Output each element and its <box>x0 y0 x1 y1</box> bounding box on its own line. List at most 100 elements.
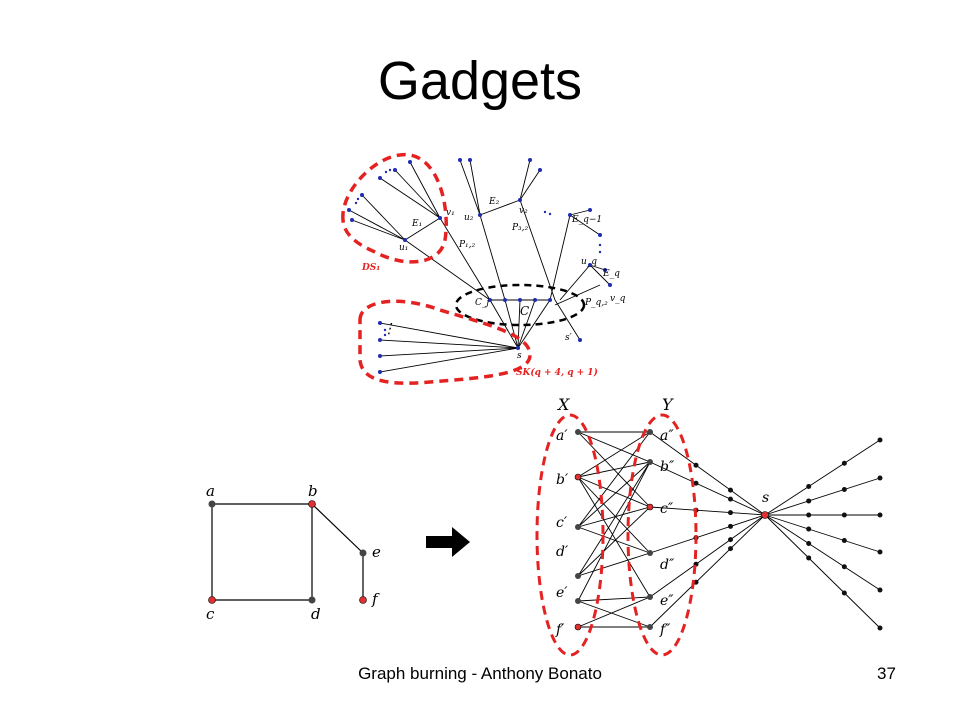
vertex-c-dprime <box>646 503 654 511</box>
y-label-c: c″ <box>660 501 674 517</box>
star-edge <box>764 477 881 516</box>
center-s-label: s <box>762 490 769 506</box>
y-set-outline <box>626 413 698 657</box>
path-vertex <box>728 487 733 493</box>
path-vertex <box>728 510 733 516</box>
bipartite-edge <box>577 506 651 577</box>
vertex-f-label: f <box>371 590 380 608</box>
path-vertex <box>841 460 847 466</box>
center-vertex <box>761 511 769 519</box>
s-top-label: s <box>517 351 522 361</box>
e2-label: E₂ <box>488 197 500 207</box>
y-label-a: a″ <box>660 428 674 444</box>
vertex-f <box>359 596 367 604</box>
p12-label: P₁,₂ <box>458 240 476 250</box>
sk-region-outline <box>358 299 532 385</box>
vertex-e-prime <box>575 598 581 604</box>
ds1-label: DS₁ <box>361 263 380 273</box>
u2-label: u₂ <box>464 213 474 223</box>
x-label-a: a′ <box>556 428 568 444</box>
path-vertex <box>728 546 733 552</box>
path-vertex <box>877 549 883 555</box>
path-vertex <box>877 437 883 443</box>
path-vertex <box>877 625 883 631</box>
star-edge <box>649 514 766 598</box>
y-set-label: Y <box>662 395 674 414</box>
source-graph: a b c d e f <box>206 482 381 623</box>
c-region-outline <box>454 283 586 327</box>
s-prime-label: s′ <box>565 333 572 343</box>
bipartite-edge <box>577 461 651 528</box>
eq-label: E_q <box>602 269 620 279</box>
vertex-a-label: a <box>206 482 215 500</box>
path-vertex <box>841 564 847 570</box>
star-edge <box>764 514 881 629</box>
vertex-f-dprime <box>647 624 653 630</box>
path-vertex <box>806 484 812 489</box>
vertex-d <box>308 596 316 604</box>
bipartite-edge <box>577 552 651 577</box>
star-edge <box>764 514 881 553</box>
uq-label: u_q <box>581 257 597 267</box>
y-label-f: f″ <box>659 622 671 638</box>
star-vertices <box>693 437 883 631</box>
star-edge <box>649 461 766 516</box>
bipartite-edge <box>577 431 651 478</box>
page-number: 37 <box>877 664 896 683</box>
u1-label: u₁ <box>399 243 408 253</box>
star-edges <box>649 431 881 629</box>
slide-title: Gadgets <box>377 51 583 111</box>
bipartite-edge <box>577 476 651 508</box>
gadget-graph: X Y a′ b′ c′ d′ e′ f′ a″ b″ c″ d″ e″ f″ … <box>535 395 883 657</box>
path-vertex <box>693 462 699 468</box>
p32-label: P₃,₂ <box>511 223 529 233</box>
top-diagram-vertices <box>347 158 612 374</box>
cj-label: C_j <box>475 298 489 308</box>
bipartite-edge <box>577 526 651 554</box>
bipartite-edge <box>577 596 651 628</box>
sk-label: SK(q + 4, q + 1) <box>516 367 598 378</box>
star-edge <box>649 514 766 628</box>
star-edge <box>649 514 766 554</box>
vertex-e-dprime <box>647 594 653 600</box>
path-vertex <box>841 538 847 544</box>
x-label-f: f′ <box>555 622 565 638</box>
path-vertex <box>877 512 883 518</box>
vertex-c-prime <box>575 524 581 530</box>
path-vertex <box>806 526 812 532</box>
path-vertex <box>728 523 733 529</box>
path-vertex <box>806 498 812 504</box>
vertex-a <box>208 500 216 508</box>
path-vertex <box>841 512 847 518</box>
vertex-b <box>308 500 316 508</box>
path-vertex <box>693 480 699 486</box>
vertex-f-prime <box>574 623 582 631</box>
v2-label: v₂ <box>519 206 528 216</box>
star-edge <box>649 506 766 516</box>
bipartite-edges <box>577 431 651 628</box>
vertex-b-dprime <box>647 459 653 465</box>
star-edge <box>764 439 881 516</box>
path-vertex <box>728 496 733 502</box>
bipartite-edge <box>577 461 651 602</box>
path-vertex <box>806 555 812 561</box>
bipartite-edge <box>577 476 651 554</box>
y-label-b: b″ <box>660 459 675 475</box>
bipartite-edge <box>577 506 651 528</box>
c-label: C <box>520 304 529 318</box>
xy-vertices <box>574 429 654 631</box>
path-vertex <box>806 541 812 546</box>
bipartite-edge <box>577 461 651 478</box>
vertex-d-prime <box>575 573 581 579</box>
y-label-e: e″ <box>660 593 674 609</box>
path-vertex <box>728 537 733 543</box>
vertex-d-dprime <box>647 550 653 556</box>
path-vertex <box>877 587 883 593</box>
ds1-region-outline <box>341 152 448 264</box>
bipartite-edge <box>577 476 651 598</box>
x-label-c: c′ <box>556 515 568 531</box>
vertex-a-prime <box>575 429 581 435</box>
eq1-label: E_q−1 <box>571 215 602 225</box>
